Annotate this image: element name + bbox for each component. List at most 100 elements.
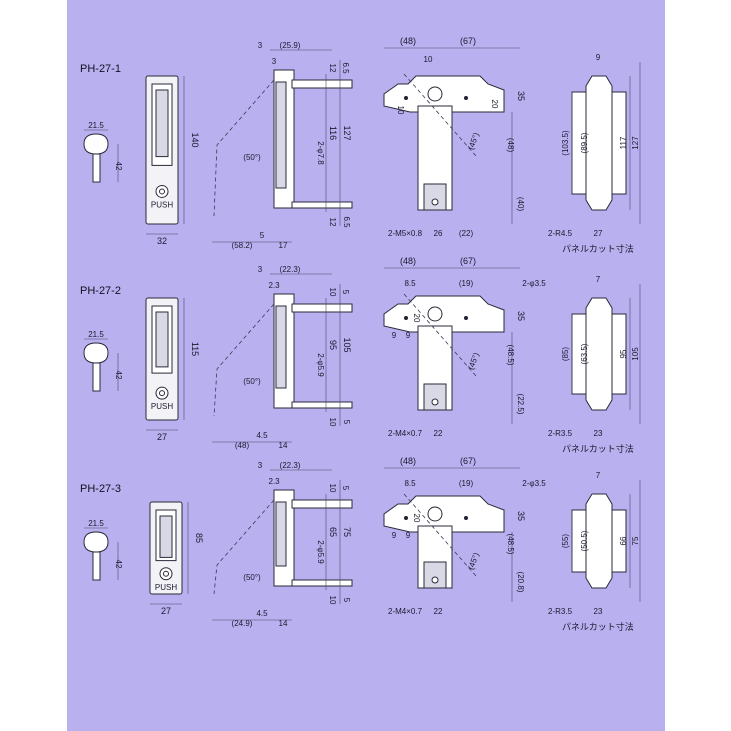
key-length-label: 42 bbox=[114, 371, 123, 380]
cut-h3-label: 117 bbox=[619, 136, 628, 149]
side-r4-label: 6.5 bbox=[342, 216, 351, 228]
cut-h2-label: (89.5) bbox=[580, 132, 589, 153]
top-c2-label: (19) bbox=[459, 279, 474, 288]
side-top-b-label: (22.3) bbox=[280, 265, 301, 274]
front-height-label: 115 bbox=[190, 342, 200, 356]
cut-top-label: 7 bbox=[596, 471, 601, 480]
side-r3-label: 10 bbox=[328, 418, 337, 427]
top-w1-label: (48) bbox=[400, 36, 416, 46]
cut-caption: パネルカット寸法 bbox=[562, 443, 634, 454]
front-handle bbox=[155, 89, 169, 158]
side-b1-label: 5 bbox=[260, 231, 265, 240]
key-head bbox=[83, 133, 109, 155]
bracket-hole-right bbox=[464, 316, 468, 320]
cut-flange-right bbox=[611, 91, 627, 195]
side-h2-label: 75 bbox=[342, 527, 352, 537]
mount-screw-hole bbox=[431, 398, 439, 406]
side-flange-top bbox=[291, 79, 353, 89]
top-hole-label: 2-φ3.5 bbox=[522, 279, 546, 288]
side-angle-label: (50°) bbox=[243, 153, 261, 162]
cut-bottom-label: 23 bbox=[594, 607, 603, 616]
top-d1-label: (48) bbox=[506, 138, 515, 153]
push-label: PUSH bbox=[151, 200, 173, 209]
front-height-label: 85 bbox=[194, 533, 204, 543]
side-top-a-label: 3 bbox=[258, 461, 263, 470]
cut-h4-label: 75 bbox=[631, 536, 640, 545]
cut-outline bbox=[585, 493, 613, 589]
side-flange-bottom bbox=[291, 401, 353, 409]
side-flange-top bbox=[291, 499, 353, 509]
side-top-a-label: 3 bbox=[258, 265, 263, 274]
top-d2-label: (22.5) bbox=[516, 394, 525, 415]
top-screw-label: 2-M4×0.7 bbox=[388, 607, 423, 616]
side-r1-label: 10 bbox=[328, 484, 337, 493]
key-slot bbox=[163, 570, 169, 577]
mount-screw-hole bbox=[431, 198, 439, 206]
top-screw-label: 2-M4×0.7 bbox=[388, 429, 423, 438]
top-h2-label: 9 bbox=[406, 531, 411, 540]
side-r3-label: 10 bbox=[328, 596, 337, 605]
top-w2-label: (67) bbox=[460, 36, 476, 46]
side-r1-label: 12 bbox=[328, 64, 337, 73]
side-r2-label: 5 bbox=[341, 290, 350, 295]
front-handle bbox=[159, 515, 173, 558]
top-stem-block bbox=[423, 183, 447, 211]
front-height-label: 140 bbox=[190, 132, 200, 147]
top-c1-label: 8.5 bbox=[404, 479, 416, 488]
top-h1-label: 9 bbox=[392, 531, 397, 540]
key-width-label: 21.5 bbox=[88, 519, 104, 528]
side-h2-label: 127 bbox=[342, 125, 352, 140]
cut-h1-label: (55) bbox=[561, 534, 570, 549]
cut-h1-label: (103.5) bbox=[561, 130, 570, 156]
top-b1-label: 22 bbox=[434, 607, 443, 616]
side-r1-label: 10 bbox=[328, 288, 337, 297]
side-flange-bottom bbox=[291, 579, 353, 587]
cut-radius-label: 2-R3.5 bbox=[548, 607, 573, 616]
top-h3-label: 20 bbox=[412, 514, 421, 523]
top-h3-label: 20 bbox=[412, 314, 421, 323]
top-w1-label: (48) bbox=[400, 256, 416, 266]
cut-radius-label: 2-R4.5 bbox=[548, 229, 573, 238]
top-screw-label: 2-M5×0.8 bbox=[388, 229, 423, 238]
cut-h4-label: 105 bbox=[631, 347, 640, 361]
top-w1-label: (48) bbox=[400, 456, 416, 466]
top-h4-label: 35 bbox=[516, 511, 526, 521]
side-r3-label: 12 bbox=[328, 218, 337, 227]
model-label: PH-27-1 bbox=[80, 63, 121, 75]
bracket-hole-right bbox=[464, 96, 468, 100]
front-handle bbox=[155, 311, 169, 368]
top-c1-label: 10 bbox=[424, 55, 433, 64]
key-length-label: 42 bbox=[114, 162, 123, 171]
side-dia-label: 2-φ5.9 bbox=[316, 540, 325, 564]
top-b1-label: 26 bbox=[434, 229, 443, 238]
side-b3-label: 14 bbox=[279, 441, 288, 450]
side-angle-label: (50°) bbox=[243, 377, 261, 386]
cam-pivot bbox=[427, 306, 443, 322]
top-b1-label: 22 bbox=[434, 429, 443, 438]
side-b2-label: (58.2) bbox=[232, 241, 253, 250]
model-label: PH-27-3 bbox=[80, 483, 121, 495]
mount-screw-hole bbox=[431, 576, 439, 584]
key-width-label: 21.5 bbox=[88, 121, 104, 130]
cut-h2-label: (63.5) bbox=[580, 343, 589, 364]
side-b3-label: 17 bbox=[279, 241, 288, 250]
side-top-c-label: 3 bbox=[272, 57, 277, 66]
side-top-c-label: 2.3 bbox=[268, 477, 280, 486]
top-h3-label: 35 bbox=[516, 91, 526, 101]
key-head bbox=[83, 531, 109, 553]
handle-open-arc bbox=[213, 79, 275, 217]
front-width-label: 27 bbox=[161, 606, 171, 616]
top-w2-label: (67) bbox=[460, 256, 476, 266]
side-handle bbox=[275, 81, 287, 189]
cut-top-label: 7 bbox=[596, 275, 601, 284]
side-flange-top bbox=[291, 303, 353, 313]
cut-flange-right bbox=[611, 509, 627, 573]
side-r2-label: 6.5 bbox=[341, 62, 350, 74]
handle-open-arc bbox=[213, 499, 275, 595]
bracket-hole-right bbox=[464, 516, 468, 520]
top-c2-label: (19) bbox=[459, 479, 474, 488]
top-h2-label: 20 bbox=[490, 100, 499, 109]
key-shaft bbox=[92, 362, 101, 392]
